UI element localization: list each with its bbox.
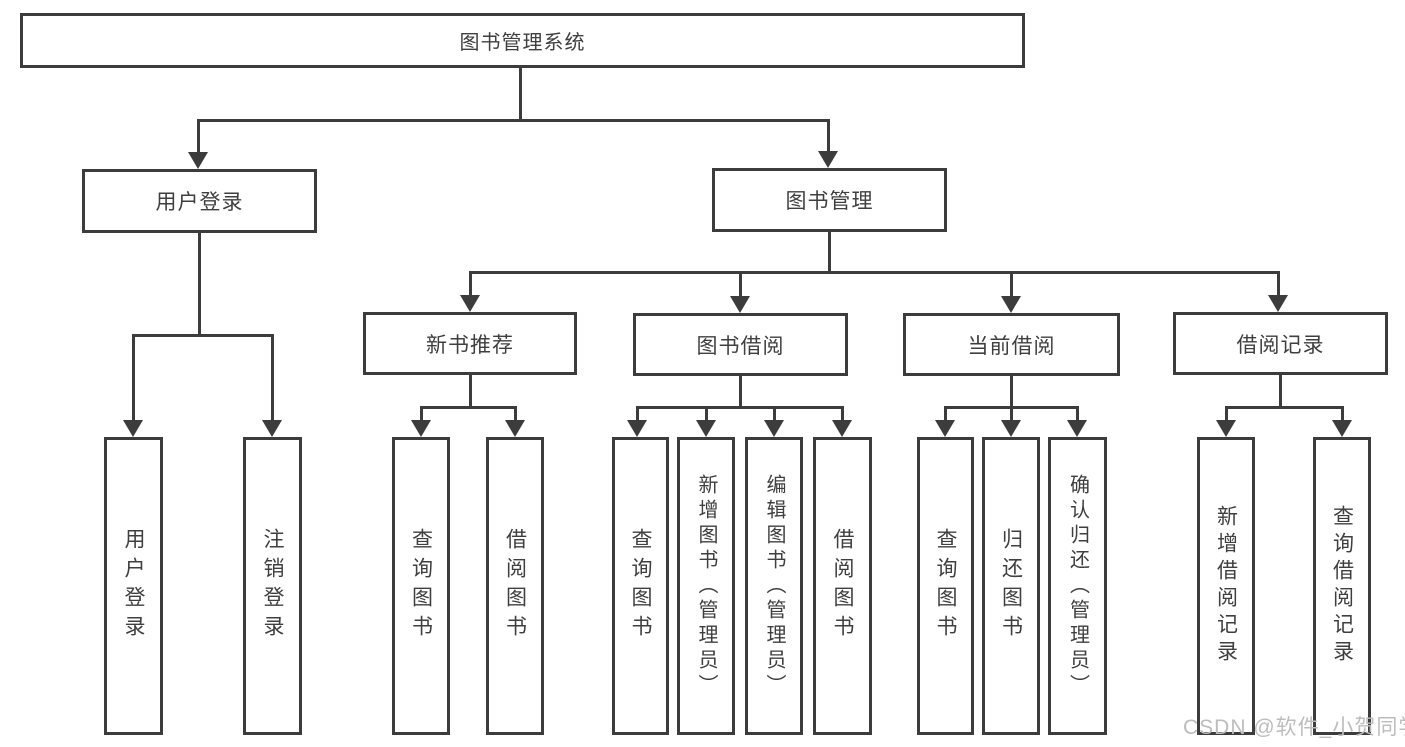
connector-line xyxy=(197,119,830,122)
connector-line xyxy=(514,406,517,426)
leaf-borrow-query-book: 查询图书 xyxy=(612,437,669,735)
connector-line xyxy=(132,334,274,337)
leaf-label: 编辑图书（管理员） xyxy=(763,473,785,699)
connector-line xyxy=(1279,375,1282,408)
connector-line xyxy=(828,232,831,273)
arrow-down-icon xyxy=(1216,420,1236,437)
node-current-borrow: 当前借阅 xyxy=(903,313,1120,376)
arrow-down-icon xyxy=(262,420,282,437)
connector-line xyxy=(519,68,522,120)
leaf-label: 查询图书 xyxy=(629,528,652,644)
leaf-label: 查询图书 xyxy=(934,528,957,644)
arrow-down-icon xyxy=(1001,420,1021,437)
leaf-newrec-query-book: 查询图书 xyxy=(392,437,450,735)
arrow-down-icon xyxy=(505,420,525,437)
leaf-current-query-book: 查询图书 xyxy=(917,437,974,735)
connector-line xyxy=(1225,406,1344,409)
connector-line xyxy=(841,406,844,426)
node-root: 图书管理系统 xyxy=(20,13,1025,68)
arrow-down-icon xyxy=(1332,420,1352,437)
connector-line xyxy=(1076,406,1079,426)
connector-line xyxy=(198,233,201,336)
arrow-down-icon xyxy=(123,420,143,437)
arrow-down-icon xyxy=(627,420,647,437)
connector-line xyxy=(944,406,947,426)
node-user-login: 用户登录 xyxy=(82,169,317,233)
connector-line xyxy=(420,406,517,409)
leaf-current-return-book: 归还图书 xyxy=(982,437,1040,735)
leaf-user-login: 用户登录 xyxy=(104,437,163,735)
connector-line xyxy=(469,271,1280,274)
connector-line xyxy=(739,271,742,299)
connector-line xyxy=(636,406,844,409)
arrow-down-icon xyxy=(832,420,852,437)
connector-line xyxy=(1010,376,1013,408)
leaf-label: 用户登录 xyxy=(122,528,145,644)
connector-line xyxy=(1341,406,1344,426)
watermark: CSDN @软件_小贺同学 xyxy=(1183,716,1405,739)
leaf-record-add-record: 新增借阅记录 xyxy=(1197,437,1255,735)
leaf-logout-login: 注销登录 xyxy=(243,437,302,735)
leaf-current-confirm-return-admin: 确认归还（管理员） xyxy=(1048,437,1107,735)
arrow-down-icon xyxy=(818,151,838,168)
leaf-borrow-add-book-admin: 新增图书（管理员） xyxy=(677,437,735,735)
leaf-label: 查询图书 xyxy=(409,528,433,644)
arrow-down-icon xyxy=(696,420,716,437)
arrow-down-icon xyxy=(411,420,431,437)
leaf-label: 确认归还（管理员） xyxy=(1066,473,1089,699)
leaf-label: 借阅图书 xyxy=(831,528,854,644)
arrow-down-icon xyxy=(188,152,208,169)
connector-line xyxy=(469,271,472,299)
leaf-label: 新增图书（管理员） xyxy=(695,473,717,699)
leaf-label: 归还图书 xyxy=(999,528,1023,644)
connector-line xyxy=(1010,406,1013,426)
connector-line xyxy=(1225,406,1228,426)
arrow-down-icon xyxy=(1268,295,1288,312)
arrow-down-icon xyxy=(935,420,955,437)
leaf-borrow-borrow-book: 借阅图书 xyxy=(813,437,872,735)
connector-line xyxy=(705,406,708,426)
leaf-newrec-borrow-book: 借阅图书 xyxy=(486,437,544,735)
leaf-label: 查询借阅记录 xyxy=(1330,505,1354,667)
arrow-down-icon xyxy=(460,295,480,312)
connector-line xyxy=(739,376,742,408)
connector-line xyxy=(1277,271,1280,299)
connector-line xyxy=(420,406,423,426)
connector-line xyxy=(469,375,472,408)
leaf-label: 注销登录 xyxy=(261,528,284,644)
node-new-book-recommend: 新书推荐 xyxy=(363,312,577,375)
connector-line xyxy=(773,406,776,426)
arrow-down-icon xyxy=(730,296,750,313)
connector-line xyxy=(636,406,639,426)
connector-line xyxy=(827,119,830,155)
leaf-record-query-record: 查询借阅记录 xyxy=(1313,437,1371,735)
arrow-down-icon xyxy=(1067,420,1087,437)
arrow-down-icon xyxy=(1001,296,1021,313)
leaf-label: 借阅图书 xyxy=(503,528,527,644)
leaf-borrow-edit-book-admin: 编辑图书（管理员） xyxy=(745,437,803,735)
node-book-borrow: 图书借阅 xyxy=(633,313,848,376)
arrow-down-icon xyxy=(764,420,784,437)
connector-line xyxy=(1010,271,1013,299)
node-borrow-record: 借阅记录 xyxy=(1173,312,1388,375)
connector-line xyxy=(132,334,135,424)
connector-line xyxy=(271,334,274,424)
node-book-management: 图书管理 xyxy=(712,168,947,232)
connector-line xyxy=(197,119,200,155)
leaf-label: 新增借阅记录 xyxy=(1214,505,1238,667)
